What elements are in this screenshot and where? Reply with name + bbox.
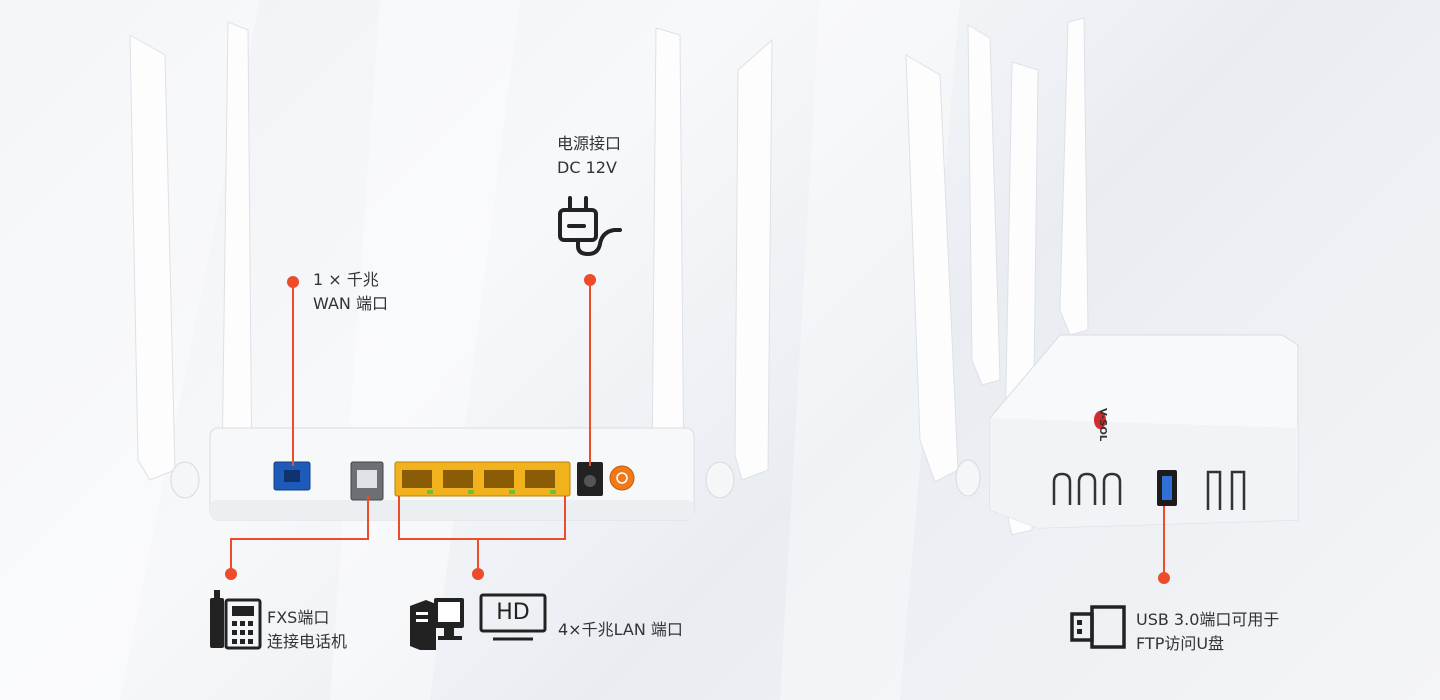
- wan-callout-line: [292, 288, 294, 466]
- router-side-view: [905, 17, 1299, 536]
- usb-callout-dot: [1158, 572, 1170, 584]
- brand-logo-text: V-SOL: [1097, 408, 1108, 442]
- power-label-line2: DC 12V: [557, 158, 617, 177]
- lan-callout-line: [398, 496, 400, 540]
- wan-port-label: 1 × 千兆 WAN 端口: [313, 268, 388, 316]
- fxs-port-label: FXS端口 连接电话机: [267, 606, 347, 654]
- usb-icon: [1070, 605, 1126, 649]
- lan-callout-line: [477, 538, 479, 570]
- power-callout-dot: [584, 274, 596, 286]
- fxs-callout-line: [230, 538, 369, 540]
- power-port-label: 电源接口 DC 12V: [557, 132, 621, 180]
- fxs-callout-line: [367, 496, 369, 540]
- plug-icon: [558, 196, 622, 256]
- wan-callout-dot: [287, 276, 299, 288]
- fxs-label-line2: 连接电话机: [267, 632, 348, 651]
- lan-callout-line: [564, 496, 566, 540]
- hd-monitor-icon: [479, 593, 547, 641]
- fxs-label-line1: FXS端口: [267, 608, 330, 627]
- lan-callout-line: [398, 538, 566, 540]
- fxs-callout-line: [230, 538, 232, 570]
- computer-icon: [410, 598, 464, 650]
- phone-icon: [210, 590, 262, 650]
- wan-label-line2: WAN 端口: [313, 294, 388, 313]
- usb-port-label: USB 3.0端口可用于 FTP访问U盘: [1136, 608, 1279, 656]
- usb-label-line2: FTP访问U盘: [1136, 634, 1225, 653]
- power-label-line1: 电源接口: [557, 134, 622, 153]
- fxs-callout-dot: [225, 568, 237, 580]
- antenna: [129, 21, 773, 506]
- power-callout-line: [589, 286, 591, 466]
- router-rear-view: [129, 21, 773, 521]
- lan-port-label: 4×千兆LAN 端口: [558, 620, 683, 639]
- lan-callout-dot: [472, 568, 484, 580]
- wan-label-line1: 1 × 千兆: [313, 270, 379, 289]
- hd-monitor-label: HD: [496, 600, 530, 625]
- usb-label-line1: USB 3.0端口可用于: [1136, 610, 1280, 629]
- usb-callout-line: [1163, 506, 1165, 574]
